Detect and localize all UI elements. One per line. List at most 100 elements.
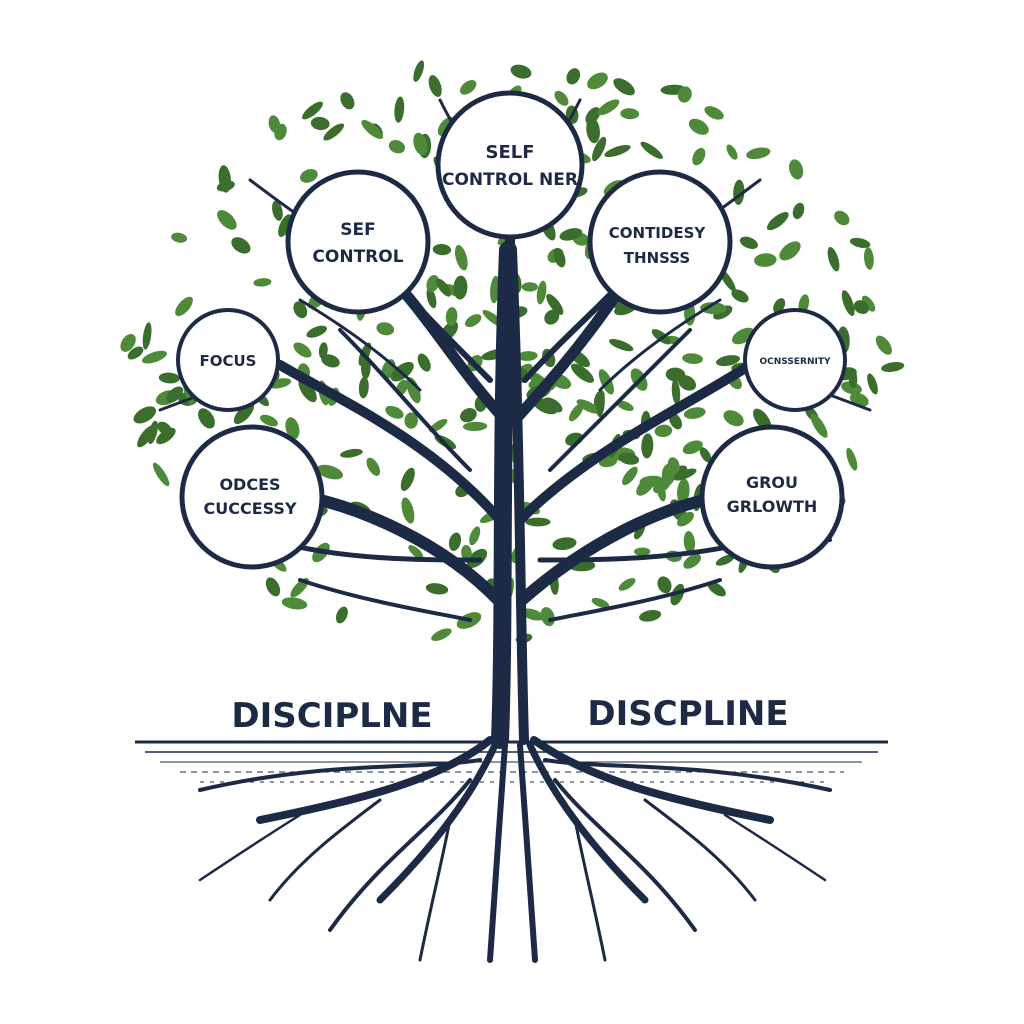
leaf [198,408,215,429]
leaf [445,307,458,326]
leaf [461,545,472,561]
leaf [834,210,850,226]
leaf [634,547,651,556]
leaf [525,517,551,527]
leaf [683,531,696,554]
leaf [566,68,581,85]
leaf [569,403,584,422]
leaf [536,280,547,305]
leaf [454,244,468,271]
node-mid-left-line1: FOCUS [200,352,257,370]
leaf [704,106,724,120]
leaf [827,246,840,272]
leaf [754,253,777,267]
leaf [432,243,452,256]
leaf [657,576,672,594]
leaf [881,362,905,372]
leaf [469,526,481,546]
label-discipline-left: DISCIPLNE [231,696,432,736]
node-upper-left-line1: SEF [340,220,375,240]
leaf [613,78,635,96]
leaf [460,408,477,423]
leaf [340,448,363,458]
leaf [293,342,312,358]
leaf [618,452,640,465]
node-upper-right-line2: THNSSS [624,249,690,267]
node-upper-right: CONTIDESY THNSSS [587,169,733,315]
leaf [453,275,468,300]
leaf [517,351,538,361]
leaf [462,421,488,432]
leaf [544,309,560,325]
leaf [731,289,749,303]
node-lower-left-line2: CUCCESSY [203,499,296,518]
leaf [597,99,620,116]
leaf [281,597,308,610]
leaf [429,418,448,433]
node-upper-left: SEF CONTROL [285,169,431,315]
leaf [552,537,577,551]
node-upper-right-line1: CONTIDESY [609,224,707,242]
leaf [425,583,449,595]
leaf [175,296,193,317]
leaf [133,406,157,424]
leaf [864,247,874,270]
leaf [158,372,180,384]
leaf [849,237,871,248]
leaf [841,290,855,316]
leaf [142,322,152,350]
node-mid-right-line1: OCNSSERNITY [760,357,831,367]
leaf [316,464,344,480]
leaf [318,342,328,359]
node-mid-left: FOCUS [176,308,280,412]
leaf [298,378,317,403]
leaf [532,397,558,415]
leaf [152,462,170,487]
leaf [521,608,544,621]
leaf [400,467,415,492]
leaf [426,274,440,293]
leaf [715,355,741,367]
leaf [673,468,697,481]
leaf [641,433,654,459]
leaf [268,115,281,133]
node-lower-right-line2: GRLOWTH [727,497,818,516]
leaf [323,123,345,141]
leaf [554,90,569,106]
leaf [616,400,634,412]
leaf [340,92,355,110]
leaf [431,628,452,641]
leaf [571,363,594,383]
leaf [293,301,308,319]
leaf [867,373,878,395]
leaf [604,144,631,158]
leaf [253,278,272,287]
leaf [587,72,608,90]
leaf [406,377,421,404]
ground-lines [135,740,888,783]
node-lower-right-line1: GROU [746,473,798,492]
leaf [460,80,477,95]
leaf [654,424,673,438]
leaf [142,350,167,364]
leaf [682,353,703,364]
leaf [408,545,424,559]
leaf [618,578,636,591]
leaf [436,278,452,297]
leaf [401,497,415,524]
node-top: SELF CONTROL NER [435,90,585,240]
node-top-line1: SELF [485,142,534,163]
leaf [147,420,158,445]
leaf [683,553,702,569]
node-upper-left-line2: CONTROL [312,247,403,267]
leaf [231,237,251,254]
leaf [746,147,771,160]
leaf [671,379,681,405]
leaf [586,117,600,144]
leaf [260,414,278,427]
leaf [306,325,327,338]
leaf [692,147,706,166]
leaf [669,412,682,430]
leaf [166,386,184,403]
leaf [861,295,876,312]
